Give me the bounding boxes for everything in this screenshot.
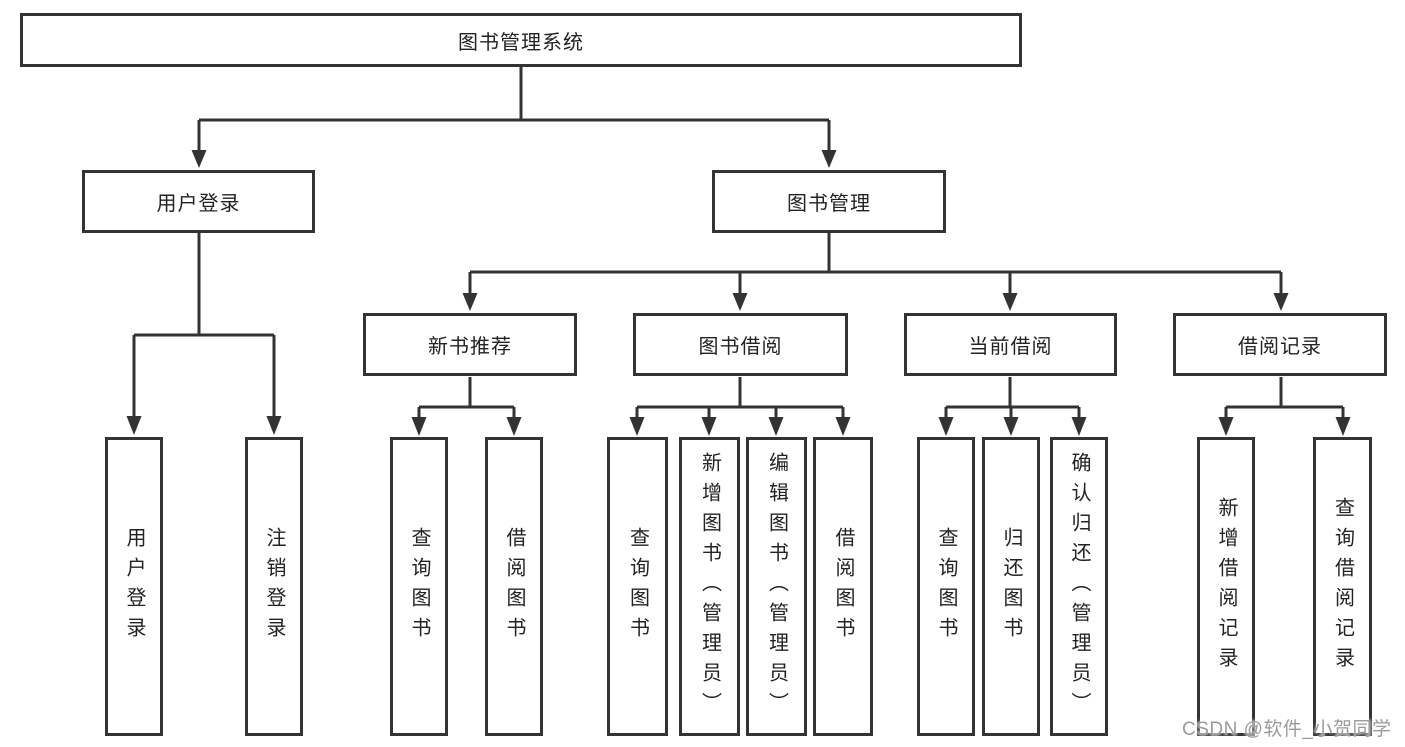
connector-user-login-to-leaves	[126, 233, 282, 435]
leaf-label: 用户登录	[123, 526, 145, 647]
leaf-label: 新增图书（管理员）	[698, 451, 721, 722]
watermark: CSDN @软件_小贺同学	[1182, 719, 1392, 740]
leaf-label: 注销登录	[263, 526, 285, 647]
node-leaf-query-books-1: 查询图书	[390, 437, 448, 736]
node-root: 图书管理系统	[20, 13, 1022, 67]
node-book-borrowing: 图书借阅	[633, 313, 848, 376]
node-leaf-confirm-return-admin: 确认归还（管理员）	[1050, 437, 1108, 736]
node-leaf-borrow-books-2: 借阅图书	[813, 437, 873, 736]
leaf-label: 查询图书	[626, 526, 649, 647]
node-user-login: 用户登录	[82, 170, 315, 233]
node-leaf-logout: 注销登录	[245, 437, 303, 736]
node-leaf-query-books-3: 查询图书	[917, 437, 975, 736]
leaf-label: 确认归还（管理员）	[1068, 451, 1090, 722]
node-book-management: 图书管理	[712, 170, 946, 233]
node-leaf-return-books: 归还图书	[982, 437, 1040, 736]
connector-current-borrow-to-leaves	[938, 377, 1087, 436]
leaf-label: 编辑图书（管理员）	[765, 451, 788, 722]
node-borrowing-records: 借阅记录	[1173, 313, 1387, 376]
node-leaf-query-books-2: 查询图书	[607, 437, 668, 736]
node-leaf-query-borrow-record: 查询借阅记录	[1313, 437, 1372, 736]
node-leaf-add-borrow-record: 新增借阅记录	[1197, 437, 1255, 736]
leaf-label: 借阅图书	[503, 526, 525, 647]
node-leaf-borrow-books-1: 借阅图书	[485, 437, 543, 736]
node-leaf-user-login: 用户登录	[105, 437, 163, 736]
leaf-label: 借阅图书	[832, 526, 854, 647]
leaf-label: 归还图书	[1000, 526, 1022, 647]
leaf-label: 查询借阅记录	[1331, 496, 1354, 677]
node-current-borrowing: 当前借阅	[904, 313, 1117, 376]
connector-book-borrow-to-leaves	[629, 377, 851, 436]
connector-root-to-level2	[191, 67, 837, 168]
connector-new-book-to-leaves	[411, 377, 522, 436]
node-leaf-add-book-admin: 新增图书（管理员）	[679, 437, 740, 736]
connector-book-management-to-level3	[462, 233, 1289, 311]
leaf-label: 查询图书	[408, 526, 430, 647]
connector-borrow-record-to-leaves	[1218, 377, 1351, 436]
node-leaf-edit-book-admin: 编辑图书（管理员）	[746, 437, 807, 736]
leaf-label: 查询图书	[935, 526, 957, 647]
node-new-book-recommend: 新书推荐	[363, 313, 577, 376]
leaf-label: 新增借阅记录	[1215, 496, 1237, 677]
